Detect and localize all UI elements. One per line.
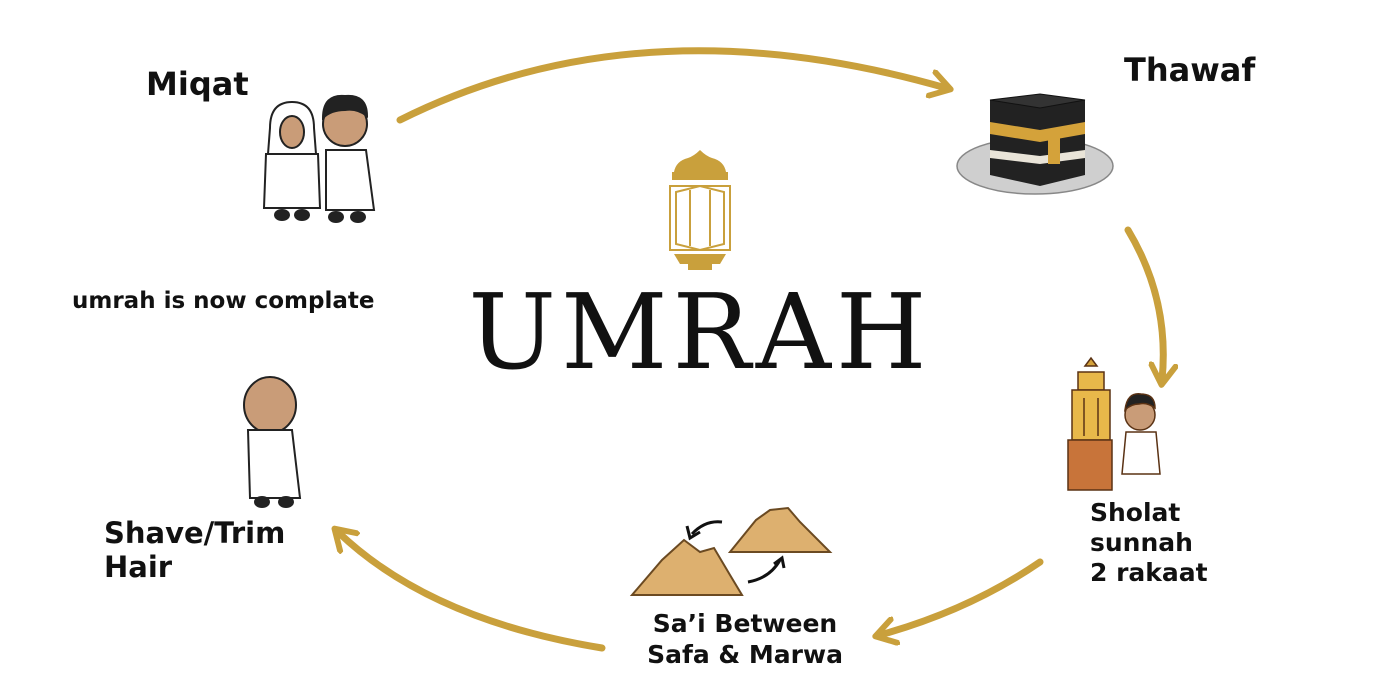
- pilgrims-couple-icon: [262, 94, 376, 223]
- arrow-sai-to-shave: [338, 532, 606, 652]
- diagram-title: UMRAH: [468, 271, 932, 393]
- step-sholat-line-3: 2 rakaat: [1090, 558, 1208, 587]
- step-thawaf-label: Thawaf: [1124, 51, 1256, 89]
- completion-note: umrah is now complate: [72, 288, 375, 314]
- step-shave-line-1: Shave/Trim: [104, 516, 286, 550]
- mountains-icon: [629, 506, 833, 596]
- step-miqat-label: Miqat: [146, 65, 249, 103]
- step-shave-label: Shave/Trim Hair: [104, 516, 286, 585]
- step-shave-line-2: Hair: [104, 549, 173, 584]
- step-sai-line-1: Sa’i Between: [652, 609, 838, 638]
- step-sholat-label: Sholat sunnah 2 rakaat: [1090, 498, 1208, 588]
- shaved-pilgrim-icon: [243, 376, 302, 508]
- step-sai-label: Sa’i Between Safa & Marwa: [600, 608, 890, 671]
- arrow-sholat-to-sai: [880, 558, 1044, 635]
- step-sai-line-2: Safa & Marwa: [647, 640, 843, 670]
- step-sholat-line-1: Sholat: [1090, 498, 1181, 527]
- kaaba-icon: [956, 93, 1114, 195]
- lantern-icon: [669, 150, 731, 270]
- arrow-thawaf-to-sholat: [1124, 226, 1163, 380]
- step-sholat-line-2: sunnah: [1090, 528, 1193, 557]
- minaret-prayer-icon: [1067, 356, 1161, 491]
- arrow-miqat-to-thawaf: [396, 47, 946, 124]
